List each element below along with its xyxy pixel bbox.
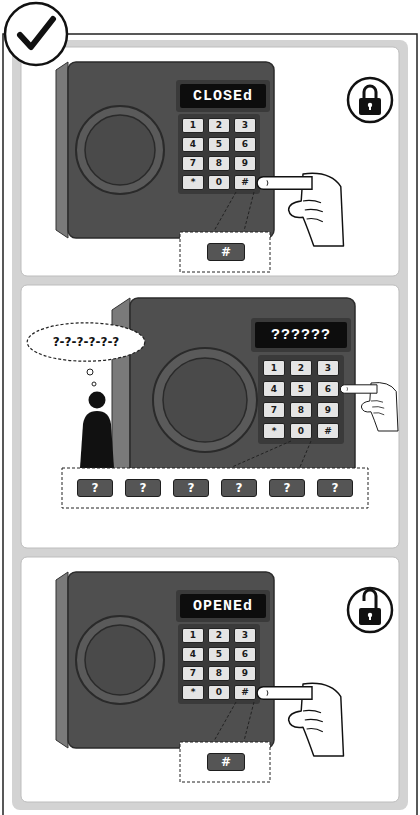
key-label: ?: [140, 481, 147, 495]
background-panel: [12, 40, 408, 810]
key-callout: ?: [173, 479, 209, 497]
display-screen: OPENEd: [180, 594, 266, 618]
key-callout: ?: [221, 479, 257, 497]
keypad-key: 0: [290, 423, 312, 439]
thought-bubble: ?-?-?-?-?-?: [26, 322, 146, 362]
key-callout: #: [207, 753, 245, 771]
key-label: ?: [188, 481, 195, 495]
frame: [3, 34, 417, 815]
person-silhouette: [80, 369, 114, 468]
step-panel: [21, 47, 399, 276]
keypad-key: 1: [182, 118, 204, 133]
keypad-key: 5: [208, 137, 230, 152]
safe: [56, 62, 274, 238]
pointing-hand: [257, 683, 343, 756]
key-label: ?: [284, 481, 291, 495]
keypad-key: 6: [234, 137, 256, 152]
step-panel: [21, 557, 399, 802]
keypad-key: 8: [208, 156, 230, 171]
display-text: ??????: [271, 327, 331, 344]
keypad-key: 4: [182, 647, 204, 662]
callout-box: [180, 232, 270, 272]
keypad-key: 6: [234, 647, 256, 662]
keypad-key: 3: [234, 118, 256, 133]
key-callout: ?: [125, 479, 161, 497]
callout-box: [180, 742, 270, 782]
keypad-key: 0: [208, 685, 230, 700]
key-callout: #: [207, 243, 245, 261]
safe: [56, 572, 274, 748]
keypad-key: 3: [317, 360, 339, 376]
keypad-key: 4: [182, 137, 204, 152]
keypad-key: 5: [290, 381, 312, 397]
pointing-hand: [340, 383, 398, 431]
callout-box: [62, 468, 368, 508]
display-screen: ??????: [255, 322, 347, 348]
keypad-key: 1: [263, 360, 285, 376]
display-text: OPENEd: [193, 598, 253, 615]
lock-closed-icon: [348, 78, 392, 122]
keypad-key: 7: [263, 402, 285, 418]
key-label: ?: [92, 481, 99, 495]
lock-open-icon: [348, 588, 392, 632]
keypad-key: 2: [208, 118, 230, 133]
leader-line: [214, 702, 254, 741]
keypad-key: #: [234, 685, 256, 700]
keypad-key: 0: [208, 175, 230, 190]
keypad-key: 5: [208, 647, 230, 662]
keypad-key: 6: [317, 381, 339, 397]
keypad-key: *: [182, 685, 204, 700]
key-label: #: [221, 245, 231, 259]
keypad-key: 1: [182, 628, 204, 643]
key-callout: ?: [77, 479, 113, 497]
keypad-key: 4: [263, 381, 285, 397]
step-panel: [21, 285, 399, 548]
keypad-key: *: [182, 175, 204, 190]
keypad-key: 3: [234, 628, 256, 643]
keypad-key: 7: [182, 666, 204, 681]
leader-line: [232, 441, 311, 467]
keypad-key: 7: [182, 156, 204, 171]
key-label: ?: [236, 481, 243, 495]
keypad-key: 8: [290, 402, 312, 418]
key-label: ?: [332, 481, 339, 495]
pointing-hand: [257, 173, 343, 246]
keypad-key: *: [263, 423, 285, 439]
key-callout: ?: [317, 479, 353, 497]
keypad-key: #: [317, 423, 339, 439]
key-callout: ?: [269, 479, 305, 497]
keypad-key: 2: [208, 628, 230, 643]
display-screen: CLOSEd: [180, 84, 266, 108]
key-label: #: [221, 755, 231, 769]
keypad-key: 8: [208, 666, 230, 681]
keypad-key: 9: [317, 402, 339, 418]
keypad-key: 9: [234, 666, 256, 681]
check-mark: [20, 19, 53, 47]
display-text: CLOSEd: [193, 88, 253, 105]
keypad-key: #: [234, 175, 256, 190]
check-badge: [5, 3, 67, 65]
thought-text: ?-?-?-?-?-?: [53, 335, 120, 349]
leader-line: [214, 192, 254, 231]
keypad-key: 9: [234, 156, 256, 171]
keypad-key: 2: [290, 360, 312, 376]
